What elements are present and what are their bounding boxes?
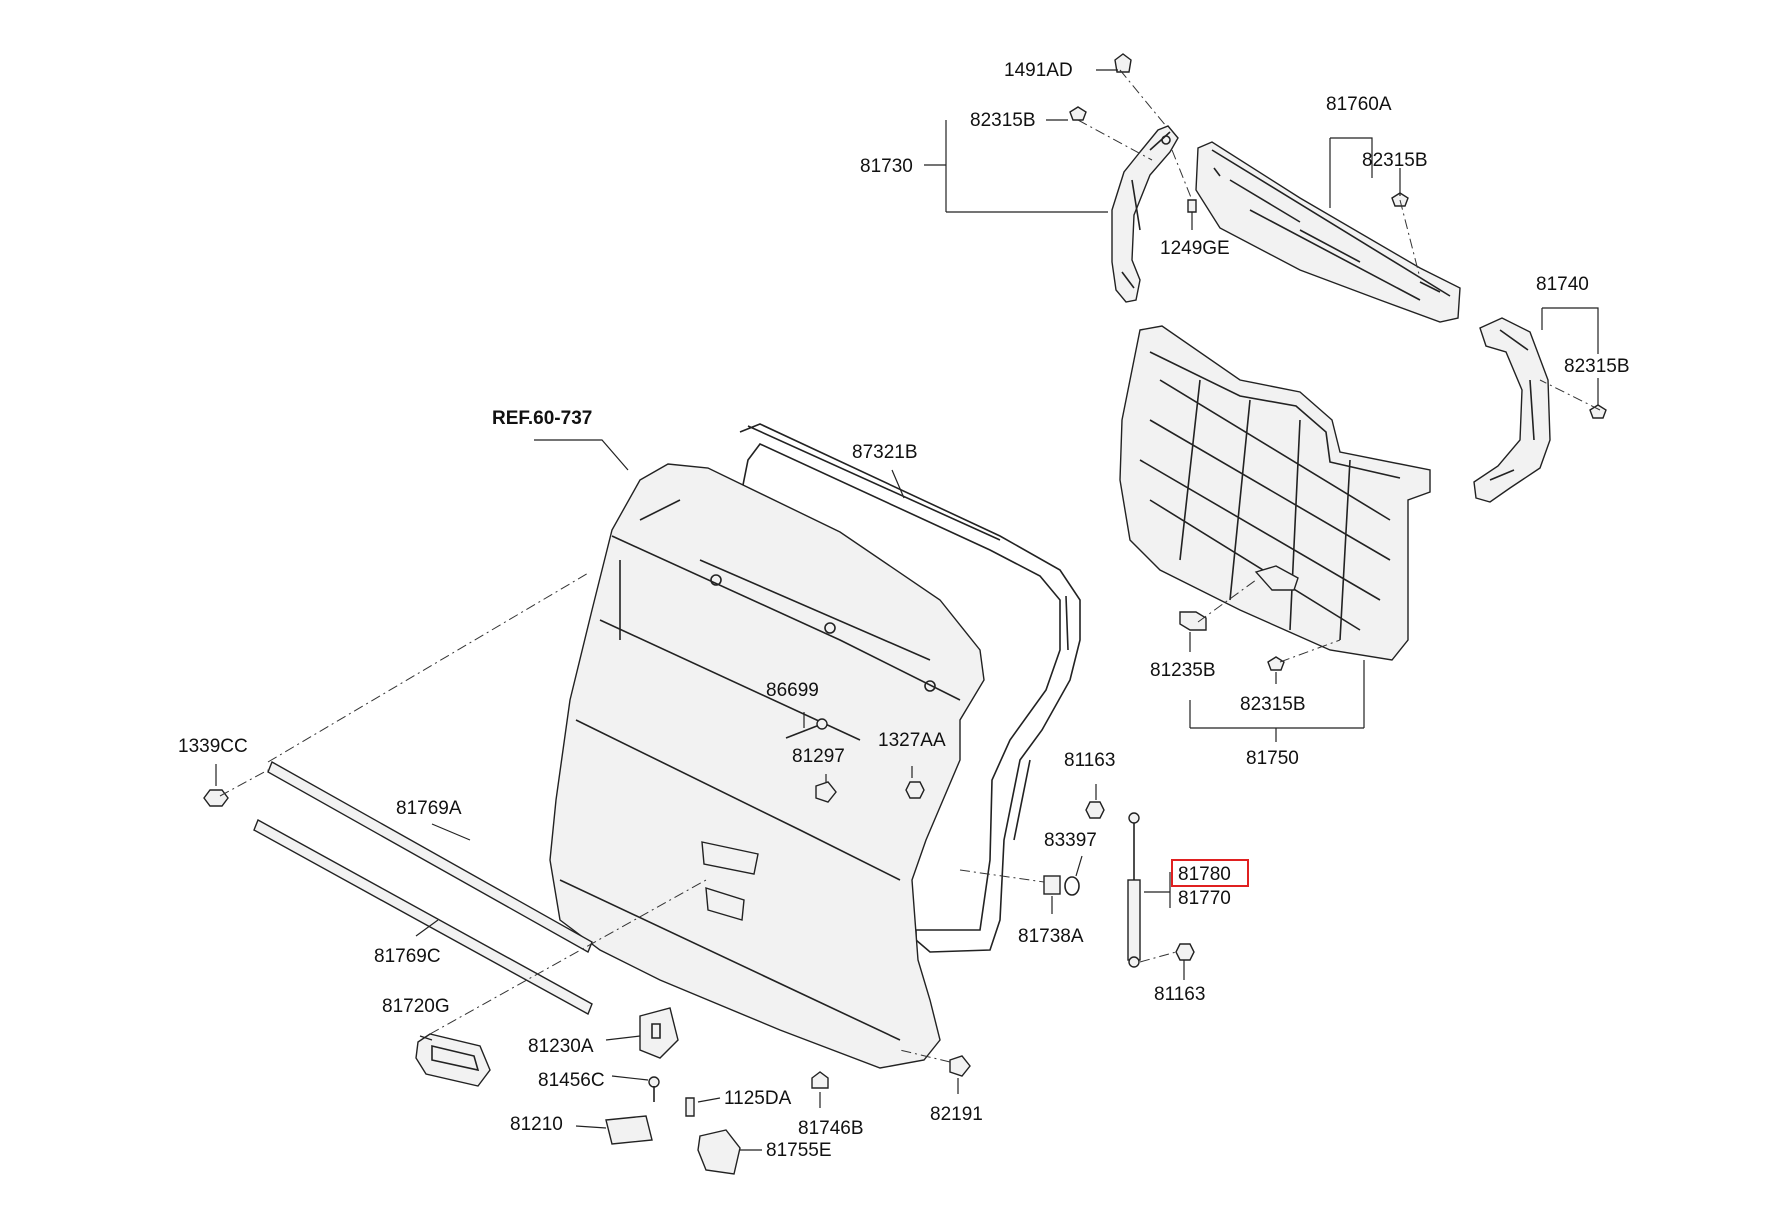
bumper-81738A[interactable]	[1043, 875, 1061, 895]
plug-81297[interactable]	[815, 781, 837, 803]
clip-82315B-upper-right[interactable]	[1391, 192, 1409, 207]
label-82191[interactable]: 82191	[930, 1104, 983, 1125]
clip-81235B[interactable]	[1179, 611, 1207, 631]
label-81720G[interactable]: 81720G	[382, 996, 450, 1017]
label-1125DA[interactable]: 1125DA	[724, 1088, 792, 1109]
trim-81730[interactable]	[1111, 125, 1179, 303]
trim-81760A[interactable]	[1195, 141, 1461, 323]
label-81230A[interactable]: 81230A	[528, 1036, 594, 1057]
label-82315B-right[interactable]: 82315B	[1564, 356, 1630, 377]
label-81750[interactable]: 81750	[1246, 748, 1299, 769]
label-86699[interactable]: 86699	[766, 680, 819, 701]
label-81210[interactable]: 81210	[510, 1114, 563, 1135]
label-82315B-lower[interactable]: 82315B	[1240, 694, 1306, 715]
label-81235B[interactable]: 81235B	[1150, 660, 1216, 681]
label-81755E[interactable]: 81755E	[766, 1140, 832, 1161]
label-81456C[interactable]: 81456C	[538, 1070, 605, 1091]
nut-1339CC[interactable]	[203, 789, 229, 807]
clip-1491AD[interactable]	[1114, 53, 1132, 73]
label-87321B[interactable]: 87321B	[852, 442, 918, 463]
label-81760A[interactable]: 81760A	[1326, 94, 1392, 115]
cover-81755E[interactable]	[697, 1129, 741, 1175]
plug-82191[interactable]	[949, 1055, 971, 1077]
bolt-81163-top[interactable]	[1085, 801, 1105, 819]
leader-lines	[215, 69, 1599, 1151]
label-81163-top[interactable]: 81163	[1064, 750, 1115, 771]
screw-81456C[interactable]	[648, 1076, 660, 1102]
nut-1327AA[interactable]	[905, 781, 925, 799]
bolt-1125DA[interactable]	[685, 1097, 695, 1117]
label-82315B-upper[interactable]: 82315B	[970, 110, 1036, 131]
label-83397[interactable]: 83397	[1044, 830, 1097, 851]
alignment-lines	[219, 69, 1601, 1063]
latch-81230A[interactable]	[639, 1007, 679, 1059]
label-1491AD[interactable]: 1491AD	[1004, 60, 1073, 81]
clip-82315B-upper[interactable]	[1069, 106, 1087, 121]
label-81769C[interactable]: 81769C	[374, 946, 441, 967]
bracket-81210[interactable]	[605, 1115, 653, 1145]
highlight-box-81780	[1171, 859, 1249, 887]
grommet-83397[interactable]	[1064, 876, 1080, 896]
clip-82315B-lower[interactable]	[1267, 656, 1285, 671]
label-81297[interactable]: 81297	[792, 746, 845, 767]
label-ref-60-737[interactable]: REF.60-737	[492, 408, 592, 429]
clip-82315B-right[interactable]	[1589, 404, 1607, 419]
label-81730[interactable]: 81730	[860, 156, 913, 177]
trim-81740[interactable]	[1473, 317, 1551, 503]
screw-1249GE[interactable]	[1187, 199, 1197, 213]
trim-panel-81750[interactable]	[1119, 325, 1431, 661]
label-81780[interactable]: 81780	[1178, 864, 1231, 885]
label-81740[interactable]: 81740	[1536, 274, 1589, 295]
label-81769A[interactable]: 81769A	[396, 798, 462, 819]
label-1327AA[interactable]: 1327AA	[878, 730, 946, 751]
label-81163-bottom[interactable]: 81163	[1154, 984, 1205, 1005]
label-82315B-upper-right[interactable]: 82315B	[1362, 150, 1428, 171]
grommet-81746B[interactable]	[811, 1071, 829, 1089]
tailgate-panel[interactable]	[549, 463, 985, 1069]
label-81746B[interactable]: 81746B	[798, 1118, 864, 1139]
part-labels: 1491AD 82315B 81730 1249GE 81760A 82315B…	[178, 60, 1630, 1161]
label-1249GE[interactable]: 1249GE	[1160, 238, 1230, 259]
label-1339CC[interactable]: 1339CC	[178, 736, 248, 757]
bolt-81163-bottom[interactable]	[1175, 943, 1195, 961]
bolt-86699[interactable]	[785, 718, 828, 739]
label-81770[interactable]: 81770	[1178, 888, 1231, 909]
strip-81769C[interactable]	[253, 819, 593, 1015]
strip-81769A[interactable]	[267, 760, 593, 954]
handle-81720G[interactable]	[415, 1033, 491, 1087]
label-81738A[interactable]: 81738A	[1018, 926, 1084, 947]
gas-lift-81780[interactable]	[1127, 812, 1141, 968]
